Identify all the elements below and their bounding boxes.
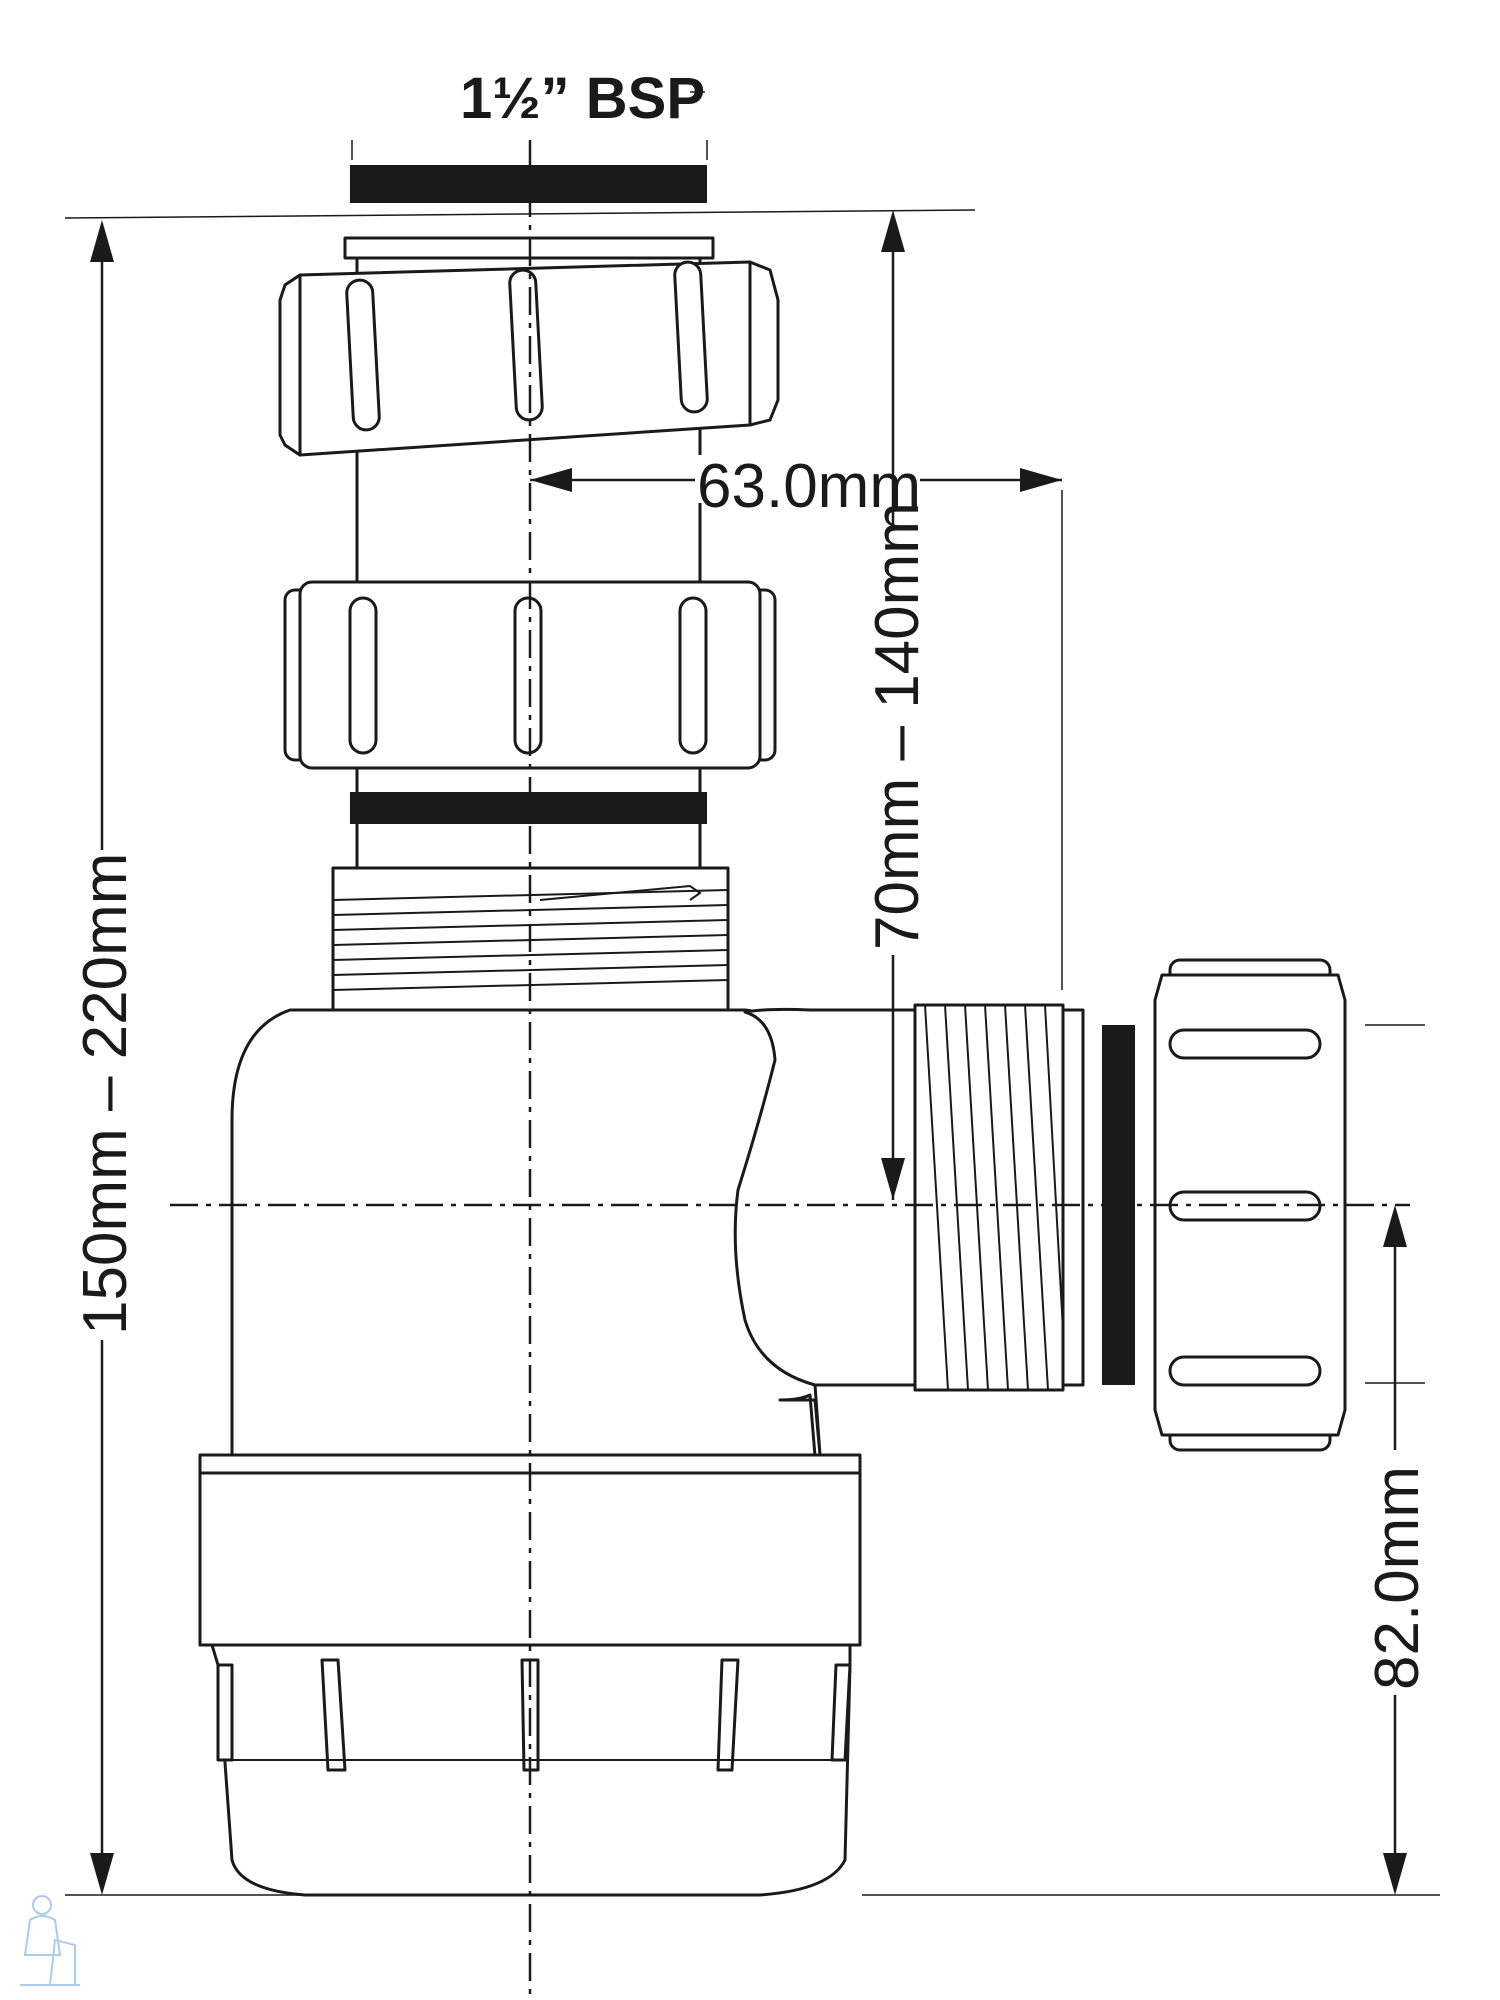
middle-slip-nut [283,580,777,770]
offset-arrow-left [530,468,572,492]
offset-label: 63.0mm [697,452,921,521]
outlet-thread [913,1003,1085,1392]
watermark-plumber-icon [20,1895,80,1986]
height-ext-top [64,209,976,219]
outlet-height-label: 70mm – 140mm [863,502,932,950]
thread-size-label: 1½” BSP [460,66,705,131]
overall-height-label-bg [78,850,128,1340]
outlet-centre-label-bg [1370,1450,1426,1695]
outlet-centre-arrow-bottom [1383,1853,1407,1895]
outlet-centre-arrow-top [1383,1205,1407,1247]
overall-height-label: 150mm – 220mm [71,853,140,1335]
outlet-height-arrow-top [881,210,905,252]
offset-arrow-right [1020,468,1062,492]
top-sealing-washer [350,165,707,203]
middle-sealing-washer [350,792,707,824]
outlet-centre-label: 82.0mm [1363,1466,1432,1690]
outlet-spigot [733,1007,917,1387]
overall-height-arrow-top [90,220,114,262]
overall-height-arrow-bottom [90,1853,114,1895]
upper-slip-nut [278,260,780,457]
outlet-height-label-bg [866,525,922,955]
offset-label-bg [695,455,920,503]
outlet-height-arrow-bottom [881,1158,905,1200]
trap-body [230,1008,822,1458]
